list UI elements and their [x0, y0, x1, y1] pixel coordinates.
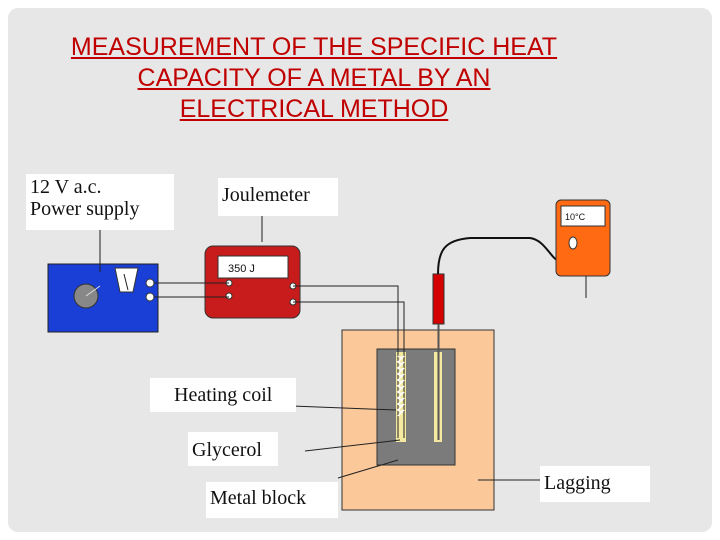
- power-meter-needle: [123, 273, 129, 291]
- dial-pointer: [85, 285, 101, 297]
- title-line-3: ELECTRICAL METHOD: [179, 95, 449, 123]
- thermometer-readout: 10°C: [565, 212, 586, 222]
- title-line-2: CAPACITY OF A METAL BY AN: [137, 64, 491, 92]
- joulemeter-terminal-2: [225, 292, 233, 300]
- joulemeter-readout: 350 J: [228, 263, 255, 275]
- metal-block: [376, 348, 456, 466]
- power-terminal-1: [145, 278, 155, 288]
- title-line-1: MEASUREMENT OF THE SPECIFIC HEAT: [70, 33, 558, 61]
- power-supply-label-line-2: Power supply: [30, 198, 140, 220]
- glycerol-label: Glycerol: [188, 432, 278, 466]
- lagging-label: Lagging: [540, 466, 650, 502]
- leader-lines: [99, 216, 587, 481]
- power-meter: [114, 267, 139, 293]
- heating-coil: [396, 352, 405, 438]
- coil-hole: [396, 352, 406, 442]
- circuit-wires: [154, 282, 405, 352]
- joulemeter-screen: [217, 255, 289, 279]
- power-terminal-2: [145, 292, 155, 302]
- thermometer-screen: [560, 205, 606, 227]
- power-supply: [47, 263, 159, 333]
- power-supply-label-line-1: 12 V a.c.: [30, 176, 102, 198]
- probe-cable: [437, 237, 561, 275]
- heating-coil-label: Heating coil: [150, 378, 296, 412]
- slide-title: MEASUREMENT OF THE SPECIFIC HEAT CAPACIT…: [8, 32, 620, 125]
- thermometer-knob: [568, 236, 578, 250]
- probe-handle: [432, 273, 445, 325]
- power-supply-label: 12 V a.c. Power supply: [26, 174, 174, 230]
- joulemeter-label: Joulemeter: [218, 178, 338, 216]
- metal-block-label: Metal block: [206, 482, 338, 518]
